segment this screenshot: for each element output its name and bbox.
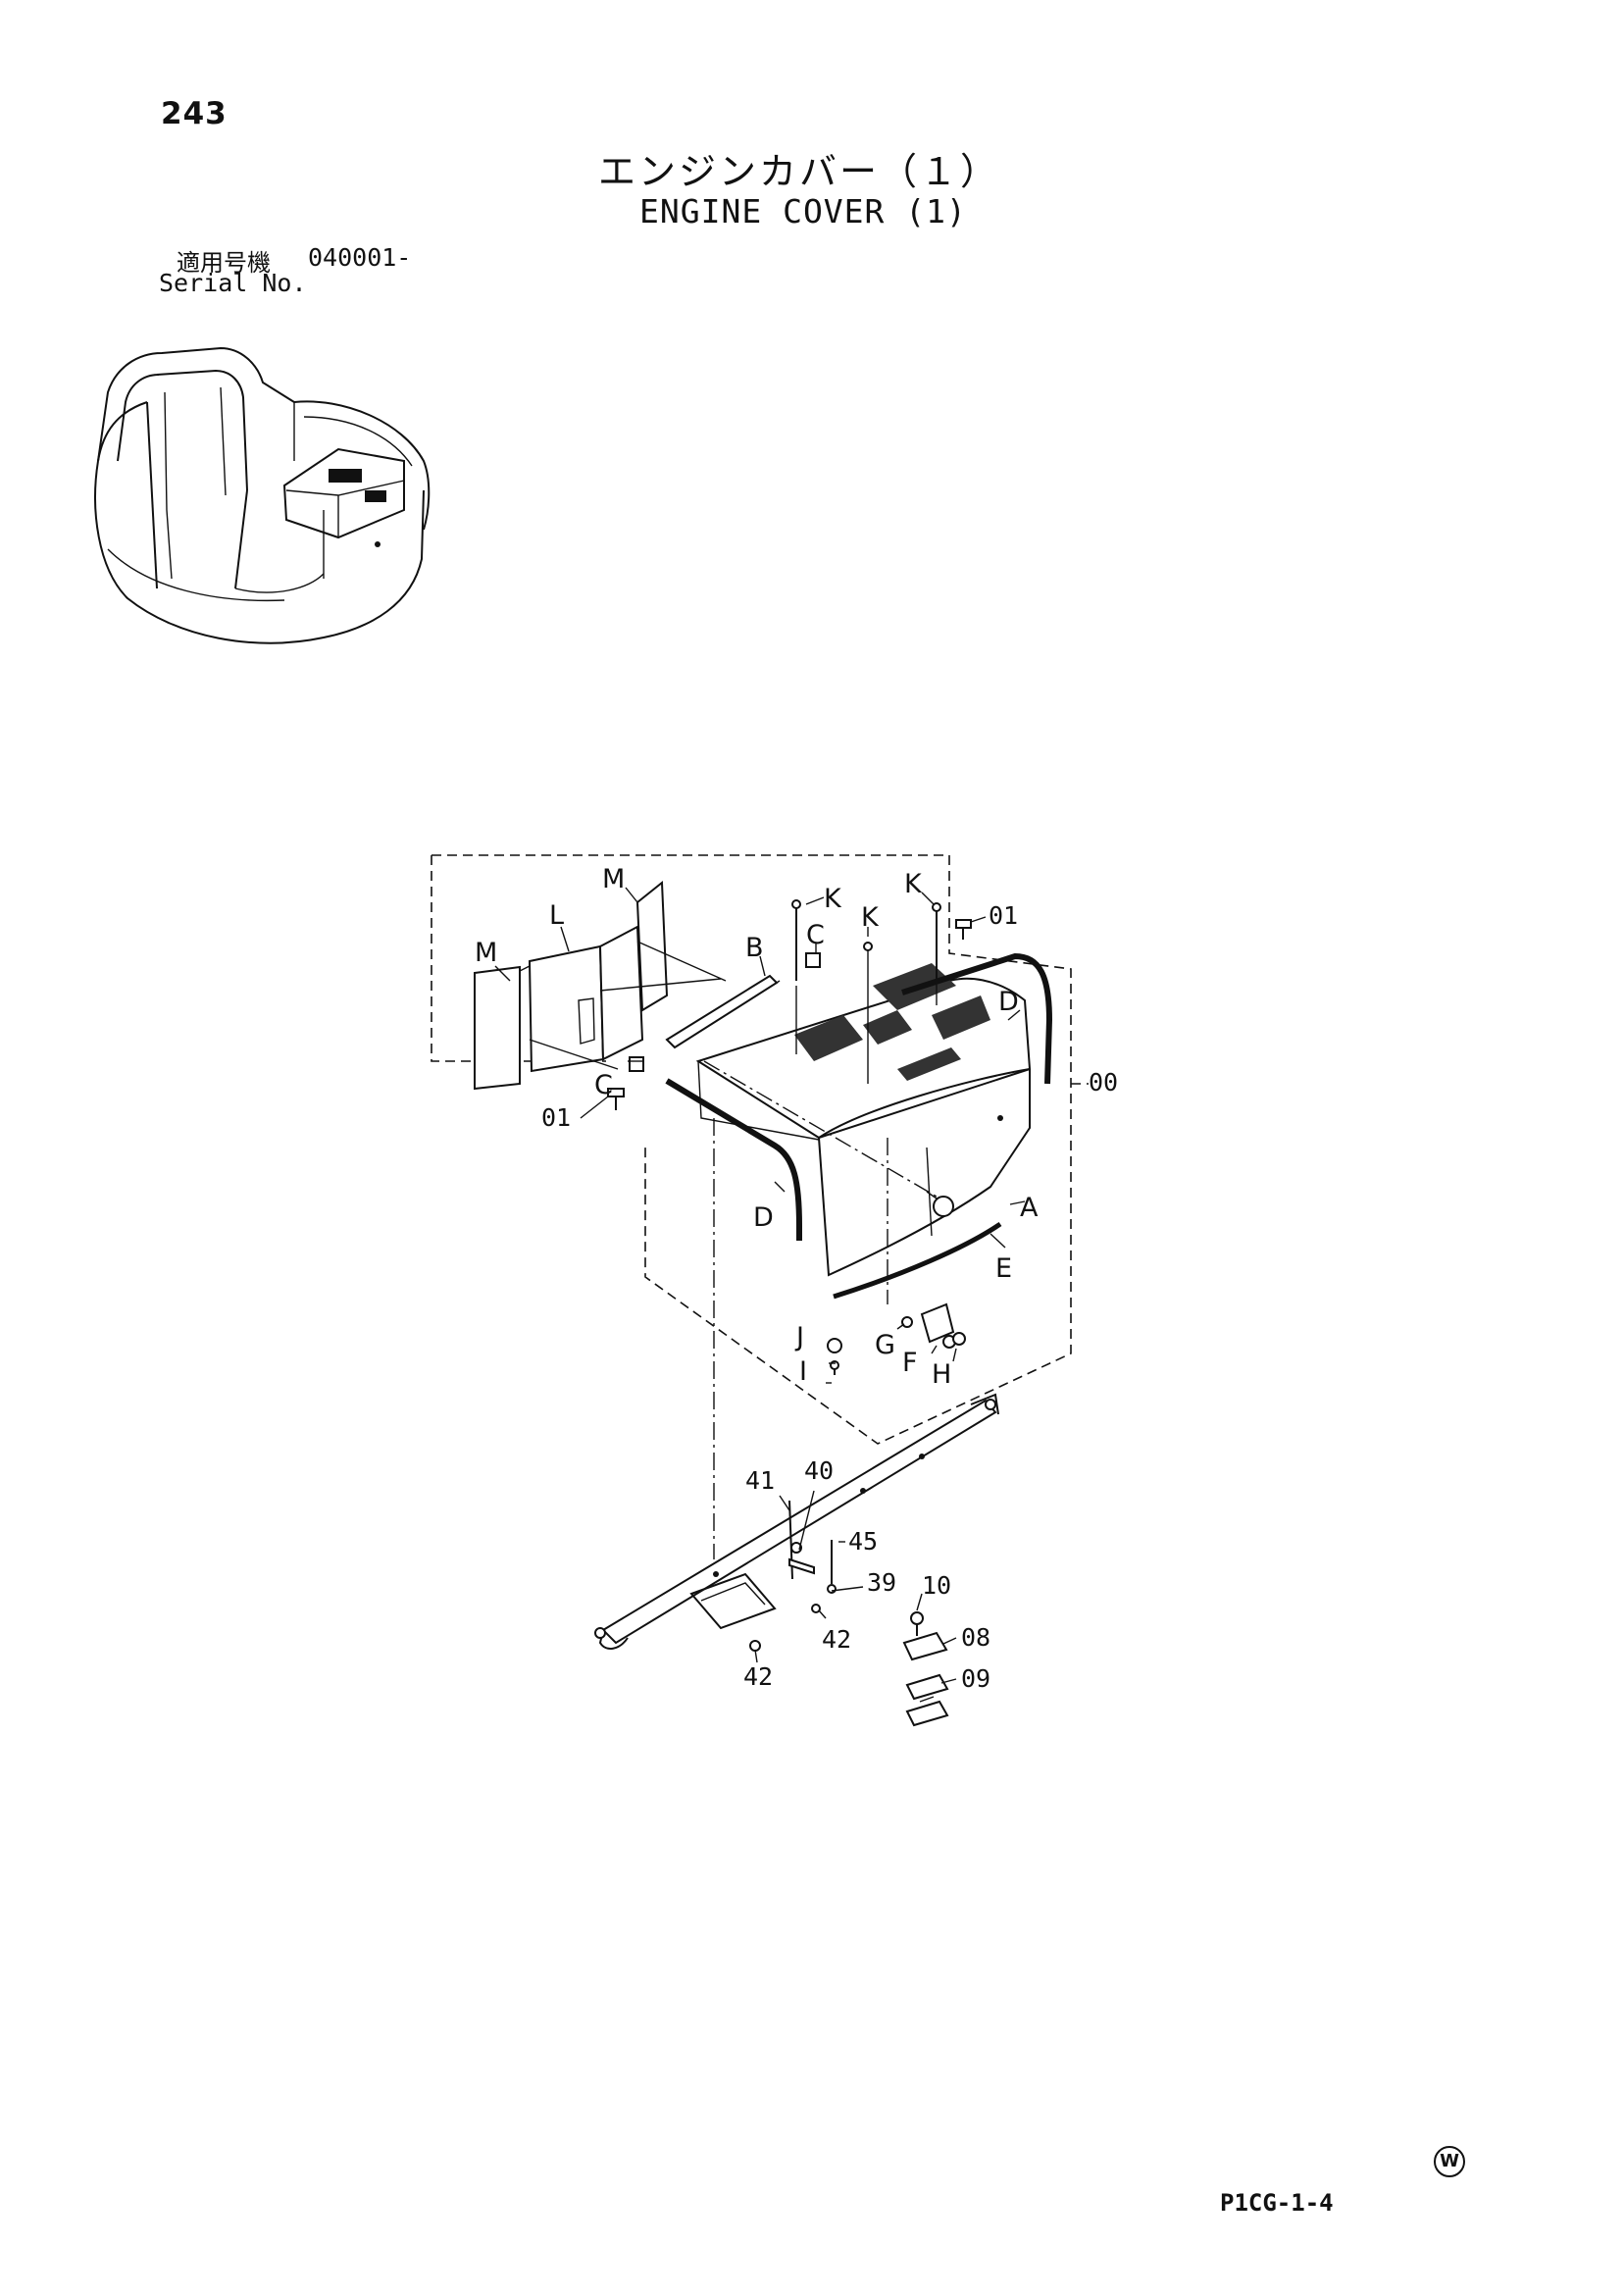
callout-f: F <box>902 1348 918 1378</box>
lower-frame <box>594 1393 999 1727</box>
leader-lines <box>494 887 1026 1684</box>
callout-m-left: M <box>475 938 497 968</box>
page-title-japanese: エンジンカバー（１） <box>598 150 1001 193</box>
callout-i: I <box>799 1356 807 1387</box>
insulation-panel-group <box>474 880 727 1091</box>
callout-l: L <box>549 900 564 931</box>
callout-b: B <box>745 933 764 963</box>
callout-08: 08 <box>961 1623 990 1652</box>
bar-b <box>665 974 781 1049</box>
small-parts <box>607 899 972 1375</box>
callout-39: 39 <box>867 1568 896 1597</box>
callout-10: 10 <box>922 1571 951 1600</box>
serial-label-japanese: 適用号機 <box>177 249 271 277</box>
callout-j: J <box>794 1322 804 1352</box>
callout-h: H <box>932 1359 951 1390</box>
callout-k-3: K <box>904 869 923 899</box>
callout-d-right: D <box>998 987 1019 1017</box>
page-code: P1CG-1-4 <box>1220 2189 1334 2217</box>
callout-42-bottom: 42 <box>743 1662 773 1691</box>
callout-labels: M M L B C C K K K 01 D 00 01 D A E J I G… <box>475 864 1118 1693</box>
page-title-english: ENGINE COVER (1) <box>639 192 967 230</box>
rubber-strips-d <box>665 952 1053 1241</box>
callout-d-left: D <box>753 1202 774 1233</box>
callout-m-top: M <box>602 864 625 894</box>
callout-42-right: 42 <box>822 1625 851 1654</box>
callout-01-top: 01 <box>989 901 1018 930</box>
manufacturer-mark: W <box>1434 2146 1465 2177</box>
strip-e <box>833 1221 1002 1300</box>
callout-09: 09 <box>961 1664 990 1693</box>
callout-e: E <box>995 1253 1012 1284</box>
callout-41: 41 <box>745 1466 775 1495</box>
callout-45: 45 <box>848 1527 878 1556</box>
serial-value: 040001- <box>308 243 412 272</box>
callout-00: 00 <box>1089 1068 1118 1097</box>
callout-k-2: K <box>861 902 880 933</box>
engine-cover-00 <box>695 963 1032 1277</box>
callout-40: 40 <box>804 1456 834 1485</box>
page-number: 243 <box>161 96 228 131</box>
callout-01-left: 01 <box>541 1103 571 1132</box>
callout-c-top: C <box>806 920 825 950</box>
machine-overview-illustration <box>94 346 431 644</box>
callout-k-1: K <box>824 884 842 914</box>
serial-label-english: Serial No. <box>159 269 307 297</box>
callout-g: G <box>875 1330 895 1360</box>
callout-a: A <box>1020 1193 1039 1223</box>
callout-c-left: C <box>594 1070 613 1100</box>
